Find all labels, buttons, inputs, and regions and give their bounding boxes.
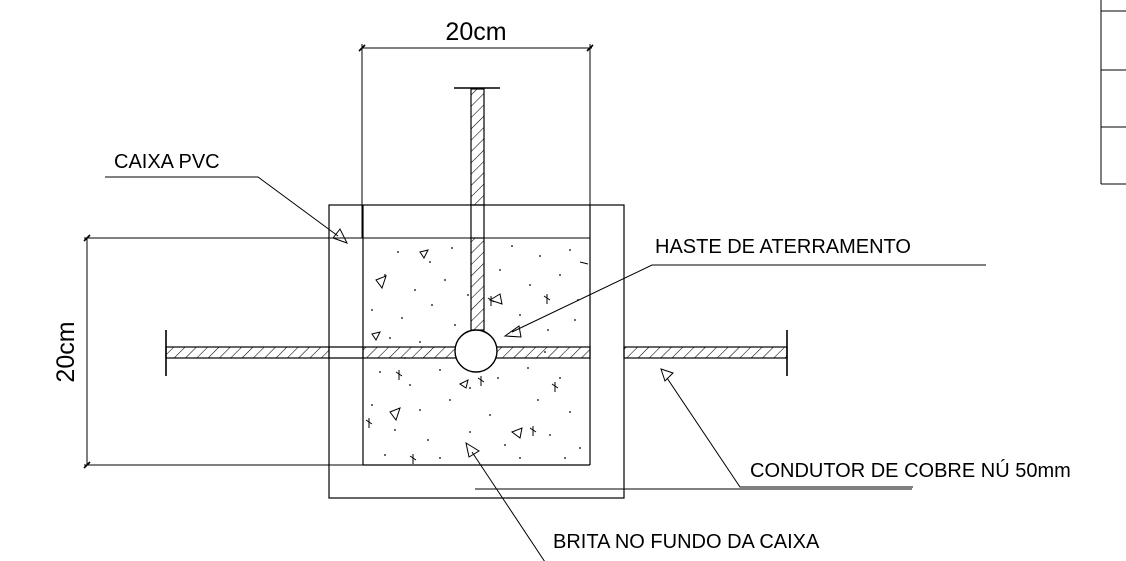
title-block-fragment <box>1100 0 1126 185</box>
top-dimension-label: 20cm <box>445 18 506 46</box>
label-condutor-cobre: CONDUTOR DE COBRE NÚ 50mm <box>750 459 1071 482</box>
leader-condutor: CONDUTOR DE COBRE NÚ 50mm <box>660 368 1071 488</box>
label-caixa-pvc: CAIXA PVC <box>114 151 220 173</box>
leader-haste: HASTE DE ATERRAMENTO <box>503 236 986 338</box>
top-dimension: 20cm <box>358 18 594 238</box>
pvc-box-inner <box>362 205 591 466</box>
left-dimension-label: 20cm <box>52 321 80 382</box>
left-dimension: 20cm <box>52 234 590 469</box>
label-haste-aterramento: HASTE DE ATERRAMENTO <box>655 236 911 258</box>
label-brita: BRITA NO FUNDO DA CAIXA <box>553 531 820 553</box>
leader-brita: BRITA NO FUNDO DA CAIXA <box>465 441 912 561</box>
leader-caixa: CAIXA PVC <box>105 151 349 244</box>
rod-connector-circle <box>454 329 498 373</box>
grounding-rod <box>454 87 500 331</box>
